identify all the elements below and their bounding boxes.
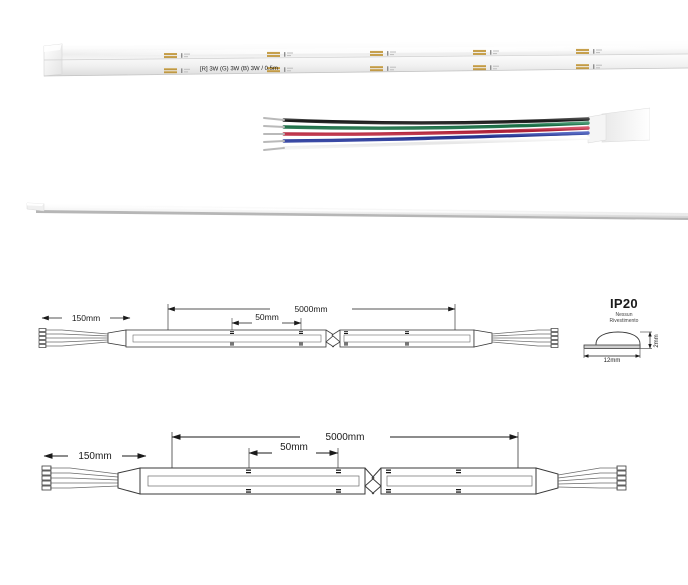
strain-relief-right — [535, 467, 559, 495]
wire-black — [282, 117, 590, 125]
strain-relief-left — [107, 329, 127, 347]
technical-drawing-lower: 5000mm 50mm 150mm — [41, 432, 627, 495]
strip-body-left — [125, 329, 327, 348]
dimension-lead-length-label: 150mm — [72, 313, 100, 323]
ip-rating-description-line2: Rivestimento — [609, 318, 639, 324]
dimension-lead-length: 150mm — [41, 313, 131, 323]
dimension-lead-length: 150mm — [43, 451, 147, 462]
ip-cross-section-diagram: 12mm 2mm — [583, 331, 660, 364]
cut-pad-group-lower — [164, 64, 602, 74]
wire-fan-right — [491, 328, 559, 348]
dimension-cut-pitch: 50mm — [248, 442, 339, 470]
cut-point-marks — [230, 331, 409, 346]
wire-green — [282, 121, 590, 130]
strain-relief-left — [117, 467, 141, 495]
wire-blue — [282, 131, 590, 143]
ip-rating-description: Nessun Rivestimento — [560, 312, 688, 324]
strain-relief-right — [473, 329, 493, 348]
wire-fan-left — [38, 328, 109, 348]
cross-section-height-label: 2mm — [654, 334, 660, 347]
wire-fan-left — [41, 465, 119, 491]
strip-body-left — [139, 467, 366, 495]
break-symbol — [364, 467, 382, 495]
strip-body-right — [339, 329, 475, 348]
cross-section-width-label: 12mm — [604, 358, 621, 364]
wire-fan-right — [557, 465, 627, 491]
ip-rating-description-line1: Nessun — [615, 312, 633, 318]
product-photo-angled-strip: [R] 3W (G) 3W (B) 3W / 0.5m — [43, 40, 688, 77]
wire-bundle — [282, 117, 590, 150]
product-photo-edge-on-strip — [26, 202, 688, 220]
strip-stub — [601, 107, 650, 143]
technical-drawing-upper: 5000mm 50mm 150mm — [38, 304, 559, 348]
ip-rating-code: IP20 — [610, 296, 638, 311]
ip-rating-callout: IP20 Nessun Rivestimento 12mm — [560, 296, 688, 376]
dimension-total-length-label: 5000mm — [326, 432, 365, 443]
cut-pad-group-upper — [164, 48, 602, 59]
dimension-cut-pitch-label: 50mm — [280, 442, 308, 453]
cut-point-marks — [246, 469, 461, 493]
product-photo-wire-harness — [263, 107, 650, 151]
dimension-cut-pitch-label: 50mm — [255, 312, 279, 322]
dimension-lead-length-label: 150mm — [78, 451, 111, 462]
dimension-total-length-label: 5000mm — [294, 304, 327, 314]
strip-printed-marking: [R] 3W (G) 3W (B) 3W / 0.5m — [200, 66, 278, 73]
wire-white — [282, 136, 590, 150]
wire-red — [282, 126, 590, 136]
break-symbol — [325, 329, 341, 348]
wire-tips — [263, 117, 285, 151]
